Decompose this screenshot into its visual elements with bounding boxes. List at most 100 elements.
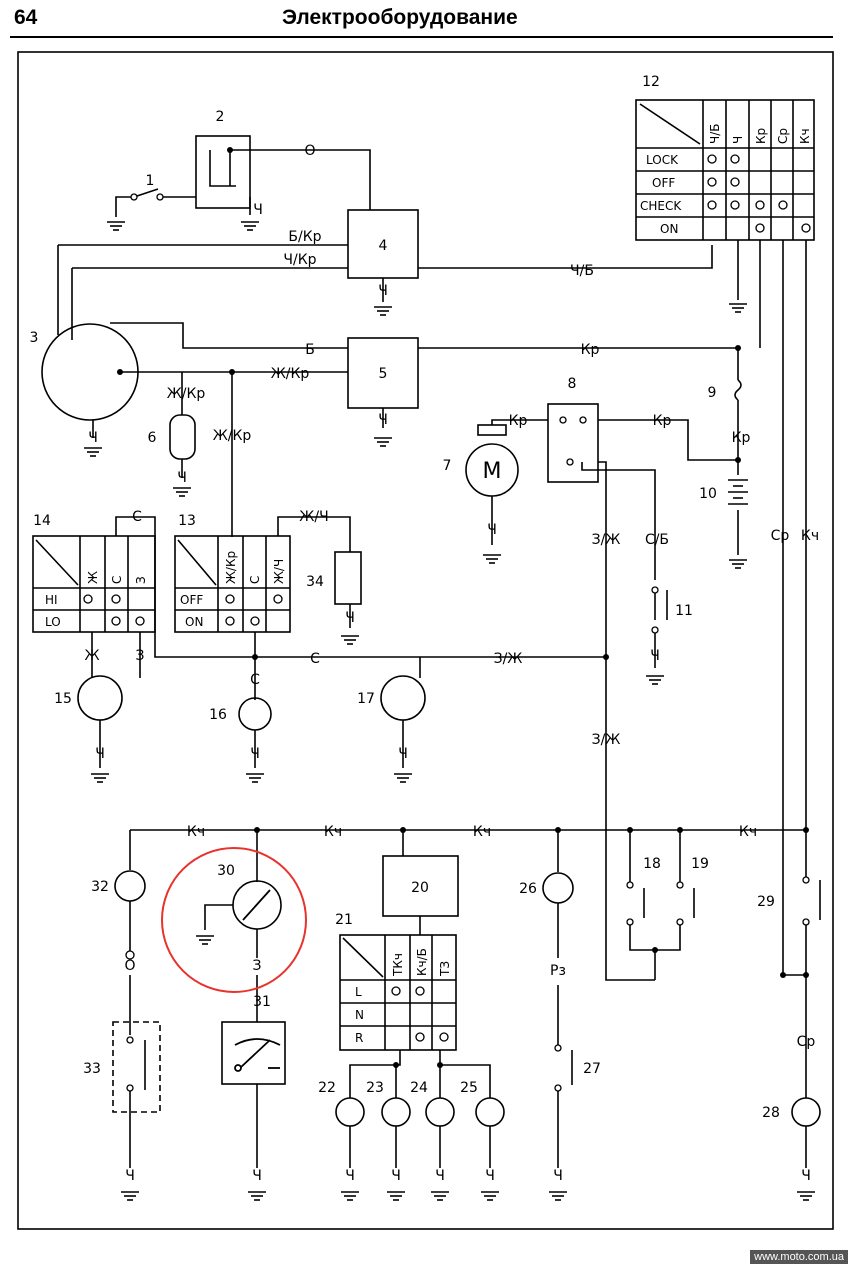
t21-col-1: Кч/Б [415,948,429,976]
t13-col-2: Ж/Ч [272,559,286,584]
lamp-15 [77,675,123,721]
table-21 [339,934,457,1051]
wire-label-zh-kr-13: Ж/Кр [213,428,252,444]
t14-row-1: LO [45,615,61,629]
label-33: 33 [83,1061,101,1077]
t12-col-4: Кч [798,128,812,144]
label-32: 32 [91,879,109,895]
label-22: 22 [318,1080,336,1096]
t21-row-1: N [355,1008,364,1022]
label-24: 24 [410,1080,428,1096]
t21-row-2: R [355,1031,363,1045]
lamp-24 [425,1097,455,1127]
label-25: 25 [460,1080,478,1096]
highlight-circle [161,847,307,993]
t12-row-3: ON [660,222,678,236]
wire-label-kch-4: Кч [739,824,757,840]
label-3: 3 [30,330,39,346]
label-28: 28 [762,1105,780,1121]
relay-8 [547,403,599,483]
label-19: 19 [691,856,709,872]
label-23: 23 [366,1080,384,1096]
t12-row-1: OFF [652,176,675,190]
dashed-box-33 [112,1021,161,1113]
wire-label-sr: Ср [771,528,790,544]
wire-label-ch-33: Ч [125,1168,135,1184]
lamp-22 [335,1097,365,1127]
t12-row-0: LOCK [646,153,679,167]
lamp-26 [542,872,574,904]
wire-label-ch-23: Ч [391,1168,401,1184]
motor-symbol: M [483,459,502,484]
wire-label-ch-11: Ч [650,648,660,664]
wire-label-zh: Ж [84,648,99,664]
table-13 [174,535,291,633]
wire-label-s-16: С [250,672,260,688]
t12-row-2: CHECK [640,199,682,213]
lamp-16 [238,697,272,731]
wire-label-kr-9: Кр [732,430,751,446]
label-17: 17 [357,691,375,707]
label-34: 34 [306,574,324,590]
label-20: 20 [411,880,429,896]
label-13: 13 [178,513,196,529]
wire-label-ch-6: Ч [177,470,187,486]
wire-label-s-mid: С [310,651,320,667]
label-14: 14 [33,513,51,529]
t21-row-0: L [355,985,362,999]
wire-label-ch-b: Ч/Б [570,263,594,279]
wire-label-kch-2: Кч [324,824,342,840]
wire-label-kr-top: Кр [581,342,600,358]
wire-label-kch-1: Кч [187,824,205,840]
label-9: 9 [708,385,717,401]
label-30: 30 [217,863,235,879]
wire-label-ch-31: Ч [252,1168,262,1184]
t13-col-1: С [248,576,262,584]
wire-label-z-zh-2: З/Ж [494,651,523,667]
wire-label-kch: Кч [801,528,819,544]
lamp-23 [381,1097,411,1127]
label-10: 10 [699,486,717,502]
meter-31 [221,1021,286,1085]
label-27: 27 [583,1061,601,1077]
wire-label-zh-kr-6: Ж/Кр [167,386,206,402]
relay-2 [195,135,251,209]
wire-label-ch-25: Ч [485,1168,495,1184]
wire-label-o-top: О [304,143,315,159]
t14-row-0: HI [45,593,58,607]
wire-label-b-kr: Б/Кр [288,229,321,245]
wire-label-ch-27: Ч [553,1168,563,1184]
wire-label-zh-kr: Ж/Кр [271,366,310,382]
label-6: 6 [148,430,157,446]
t13-row-0: OFF [180,593,203,607]
wire-label-s-b: С/Б [645,532,669,548]
wire-label-kr-8: Кр [509,413,528,429]
label-1: 1 [146,173,155,189]
wire-label-o-32: О [124,958,135,974]
label-18: 18 [643,856,661,872]
wire-label-ch-24: Ч [435,1168,445,1184]
t14-col-0: Ж [86,571,100,584]
wire-label-z-zh-1: З/Ж [592,532,621,548]
wire-label-zh-ch: Ж/Ч [299,509,328,525]
lamp-28 [791,1097,821,1127]
lamp-25 [475,1097,505,1127]
wire-label-rz: Рз [550,963,566,979]
label-31: 31 [253,994,271,1010]
wire-label-z: З [136,648,145,664]
wire-label-kr-right: Кр [653,413,672,429]
wire-label-ch-16: Ч [250,746,260,762]
page-number: 64 [14,6,38,29]
wire-label-z-30: З [253,958,262,974]
wire-label-kch-3: Кч [473,824,491,840]
label-21: 21 [335,912,353,928]
lamp-17 [380,675,426,721]
t14-col-2: З [134,576,148,584]
label-29: 29 [757,894,775,910]
label-11: 11 [675,603,693,619]
label-26: 26 [519,881,537,897]
wire-label-ch-kr: Ч/Кр [283,252,316,268]
wire-label-ch-28: Ч [801,1168,811,1184]
diagram-frame [17,51,834,1230]
label-15: 15 [54,691,72,707]
